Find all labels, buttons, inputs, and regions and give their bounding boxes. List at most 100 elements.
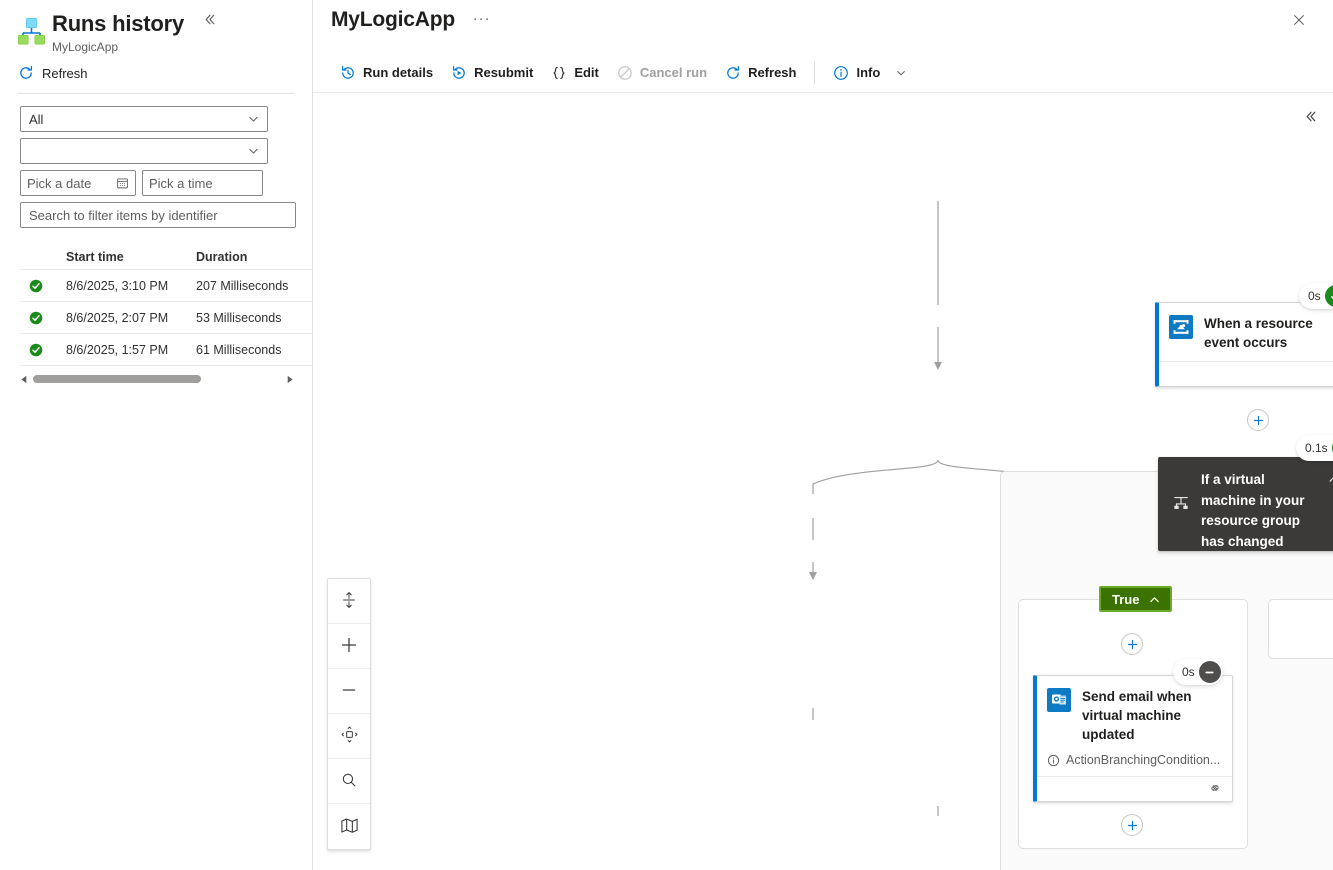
action-node-subtitle-row: ActionBranchingCondition... (1037, 753, 1232, 776)
status-filter-select[interactable]: All (20, 106, 268, 132)
pan-button[interactable] (328, 714, 370, 759)
date-picker-placeholder: Pick a date (27, 175, 92, 191)
scrollbar-track[interactable] (33, 375, 281, 383)
date-picker-input[interactable]: Pick a date (20, 170, 136, 196)
status-skipped-icon (1198, 661, 1221, 683)
chevron-up-icon[interactable] (1327, 472, 1333, 486)
start-time-column-header: Start time (66, 249, 124, 264)
minimap-button[interactable] (328, 804, 370, 849)
panel-collapse-button[interactable] (202, 12, 217, 31)
true-branch-label[interactable]: True (1099, 586, 1173, 612)
chevron-down-icon (247, 145, 260, 158)
cancel-run-button: Cancel run (608, 58, 716, 88)
zoom-in-button[interactable] (328, 624, 370, 669)
minimap-icon (340, 816, 359, 838)
zoom-out-icon (339, 680, 359, 703)
info-circle-icon (833, 65, 849, 81)
page-subtitle: MyLogicApp (52, 40, 119, 54)
command-bar: Run details Resubmit (313, 53, 1333, 93)
zoom-in-icon (339, 635, 359, 658)
resubmit-icon (451, 65, 467, 81)
canvas-collapse-button[interactable] (1297, 103, 1323, 129)
status-success-icon (1331, 437, 1333, 459)
refresh-label: Refresh (748, 65, 797, 80)
trigger-duration: 0s (1308, 289, 1321, 303)
date-time-filters: Pick a date Pick a time (20, 170, 294, 196)
add-action-true-branch-bottom[interactable] (1121, 814, 1143, 836)
trigger-node[interactable]: When a resource event occurs (1155, 302, 1333, 387)
page-title: Runs history (52, 11, 185, 36)
secondary-filter-select[interactable] (20, 138, 268, 164)
row-start-time: 8/6/2025, 2:07 PM (66, 310, 169, 325)
link-icon[interactable] (1208, 781, 1222, 798)
row-duration: 207 Milliseconds (196, 278, 289, 293)
fit-to-screen-button[interactable] (328, 579, 370, 624)
time-picker-placeholder: Pick a time (149, 175, 213, 191)
scrollbar-thumb[interactable] (33, 375, 201, 383)
action-node-body: Send email when virtual machine updated (1037, 676, 1232, 753)
table-horizontal-scrollbar[interactable] (20, 372, 294, 386)
runs-history-panel: Runs history MyLogicApp Refresh (0, 0, 316, 870)
row-start-time: 8/6/2025, 3:10 PM (66, 278, 169, 293)
sidebar-refresh-button[interactable]: Refresh (0, 55, 312, 93)
status-badge (20, 343, 52, 357)
add-action-after-trigger[interactable] (1247, 409, 1269, 431)
refresh-button[interactable]: Refresh (716, 58, 805, 88)
info-label: Info (856, 65, 881, 80)
identifier-search-input[interactable]: Search to filter items by identifier (20, 202, 296, 228)
search-icon (340, 771, 358, 792)
workflow-graph: When a resource event occurs 0s (313, 94, 1333, 870)
condition-icon (1170, 494, 1192, 512)
workflow-canvas[interactable]: When a resource event occurs 0s (313, 94, 1333, 870)
search-button[interactable] (328, 759, 370, 804)
run-details-button[interactable]: Run details (331, 58, 442, 88)
action-duration: 0s (1182, 665, 1195, 679)
edit-label: Edit (574, 65, 599, 80)
trigger-node-body: When a resource event occurs (1159, 303, 1333, 361)
condition-duration: 0.1s (1305, 441, 1328, 455)
time-picker-input[interactable]: Pick a time (142, 170, 263, 196)
cancel-run-label: Cancel run (639, 65, 708, 80)
action-node[interactable]: Send email when virtual machine updated … (1033, 675, 1233, 802)
canvas-zoom-toolbar (327, 578, 371, 850)
edit-button[interactable]: Edit (542, 58, 608, 88)
more-options-button[interactable]: ··· (472, 10, 491, 27)
action-node-footer (1037, 776, 1232, 801)
panel-header: Runs history MyLogicApp (0, 0, 312, 55)
false-branch-empty-label: 0 Actions (1269, 629, 1333, 644)
caret-right-icon[interactable] (285, 375, 294, 384)
close-button[interactable] (1285, 6, 1313, 34)
cancel-icon (617, 65, 633, 81)
calendar-icon (116, 177, 129, 190)
false-branch-container: 0 Actions (1268, 599, 1333, 659)
chevron-down-icon (247, 113, 260, 126)
logic-app-icon (14, 14, 48, 48)
table-row[interactable]: 8/6/2025, 1:57 PM 61 Milliseconds (20, 334, 316, 366)
main-header: MyLogicApp ··· (313, 0, 1333, 53)
resubmit-label: Resubmit (474, 65, 534, 80)
chevron-down-icon (895, 67, 907, 79)
row-start-time: 8/6/2025, 1:57 PM (66, 342, 169, 357)
row-duration: 61 Milliseconds (196, 342, 282, 357)
command-bar-separator (814, 61, 816, 84)
outlook-icon (1047, 688, 1071, 712)
true-branch-text: True (1112, 591, 1140, 607)
action-node-title: Send email when virtual machine updated (1082, 689, 1192, 742)
info-button[interactable]: Info (824, 58, 916, 88)
trigger-node-title: When a resource event occurs (1204, 316, 1313, 350)
duration-column-header: Duration (196, 249, 248, 264)
refresh-icon (725, 65, 741, 81)
identifier-search-placeholder: Search to filter items by identifier (29, 207, 218, 223)
status-success-icon (1324, 285, 1333, 307)
resubmit-button[interactable]: Resubmit (442, 58, 542, 88)
table-row[interactable]: 8/6/2025, 2:07 PM 53 Milliseconds (20, 302, 316, 334)
refresh-icon (18, 65, 34, 81)
condition-node[interactable]: If a virtual machine in your resource gr… (1158, 457, 1333, 551)
workflow-title: MyLogicApp (331, 8, 455, 31)
chevron-up-icon[interactable] (1148, 593, 1161, 606)
add-action-true-branch-top[interactable] (1121, 633, 1143, 655)
zoom-out-button[interactable] (328, 669, 370, 714)
table-row[interactable]: 8/6/2025, 3:10 PM 207 Milliseconds (20, 270, 316, 302)
status-filter-value: All (29, 111, 44, 127)
caret-left-icon[interactable] (20, 375, 29, 384)
